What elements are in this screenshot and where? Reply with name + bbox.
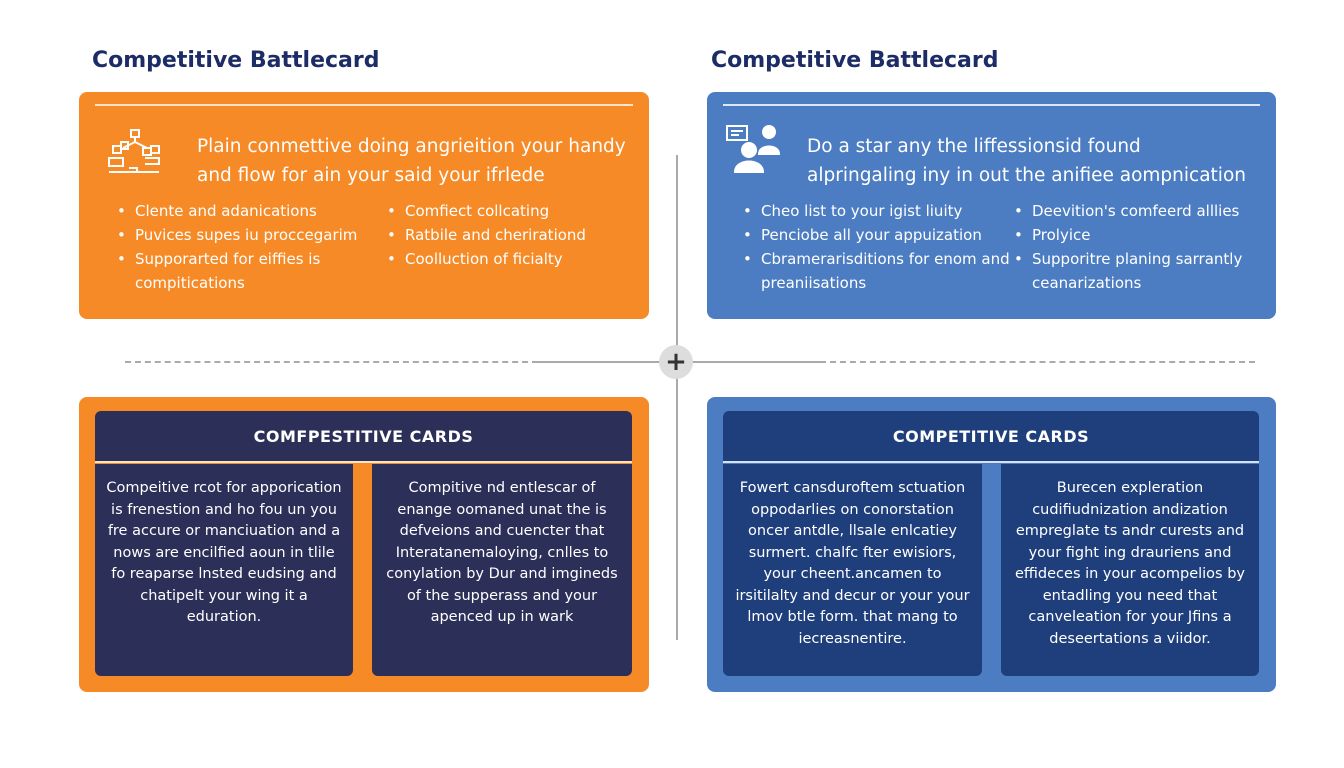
vertical-divider [676,155,678,640]
list-item: Puvices supes iu proccegarim [117,223,375,247]
right-headline: Do a star any the liffessionsid found al… [807,136,1246,186]
divider [723,104,1260,106]
list-item: Supporitre planing sarrantly ceanarizati… [1014,247,1272,295]
list-item: Prolyice [1014,223,1272,247]
left-cards-panel: COMFPESTITIVE CARDS Compeitive rcot for … [79,397,649,692]
list-item: Supporarted for eiffies is compitication… [117,247,375,295]
left-summary-panel: Plain conmettive doing angrieition your … [79,92,649,319]
list-item: Penciobe all your appuization [743,223,1011,247]
left-headline: Plain conmettive doing angrieition your … [197,136,626,186]
divider [95,104,633,106]
team-network-icon [108,129,160,173]
left-card-1: Compeitive rcot for apporication is fren… [95,464,353,676]
list-item: Clente and adanications [117,199,375,223]
right-bullets-col2: Deevition's comfeerd alllies Prolyice Su… [1012,199,1272,295]
list-item: Cbramerarisditions for enom and preaniis… [743,247,1011,295]
right-card-1: Fowert cansduroftem sctuation oppodarlie… [723,464,982,676]
horizontal-divider-left [125,361,538,363]
left-title: Competitive Battlecard [92,48,380,73]
left-card-2: Compitive nd entlescar of enange oomaned… [372,464,632,676]
presentation-people-icon [726,125,781,173]
left-bullets-col1: Clente and adanications Puvices supes iu… [115,199,375,295]
right-card-2: Burecen expleration cudifiudnization and… [1001,464,1259,676]
list-item: Comfiect collcating [387,199,645,223]
plus-icon[interactable]: + [659,345,693,379]
left-cards-header: COMFPESTITIVE CARDS [95,411,632,463]
list-item: Cheo list to your igist liuity [743,199,1011,223]
right-bullets-col1: Cheo list to your igist liuity Penciobe … [741,199,1011,295]
right-cards-panel: COMPETITIVE CARDS Fowert cansduroftem sc… [707,397,1276,692]
left-bullets-col2: Comfiect collcating Ratbile and cherirat… [385,199,645,271]
horizontal-divider-right [820,361,1255,363]
right-summary-panel: Do a star any the liffessionsid found al… [707,92,1276,319]
right-cards-header: COMPETITIVE CARDS [723,411,1259,463]
list-item: Ratbile and cherirationd [387,223,645,247]
list-item: Deevition's comfeerd alllies [1014,199,1272,223]
right-title: Competitive Battlecard [711,48,999,73]
list-item: Coolluction of ficialty [387,247,645,271]
